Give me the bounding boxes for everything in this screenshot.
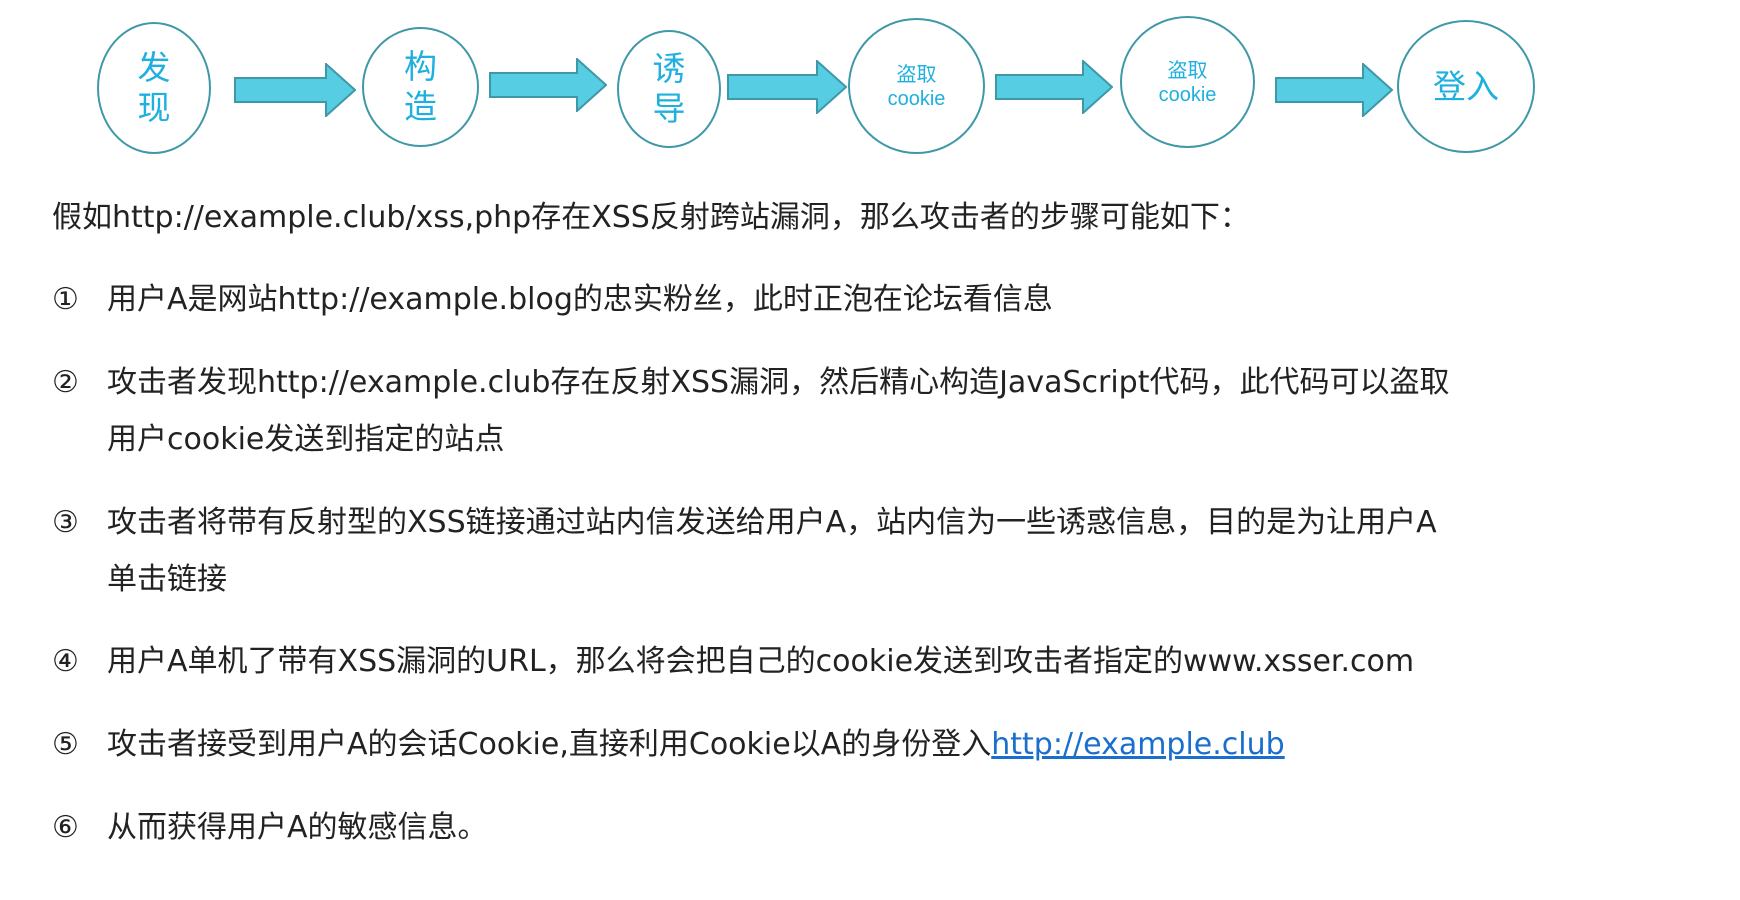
intro-paragraph: 假如http://example.club/xss,php存在XSS反射跨站漏洞…: [52, 200, 1250, 235]
node-label-line1: 盗取: [1167, 58, 1208, 82]
flow-node-lure: 诱 导: [617, 30, 721, 148]
step-item-3: ③ 攻击者将带有反射型的XSS链接通过站内信发送给用户A，站内信为一些诱惑信息，…: [52, 503, 1437, 597]
flow-node-steal-cookie-1: 盗取 cookie: [848, 18, 985, 154]
node-label-line2: 造: [404, 87, 437, 126]
node-label-line1: 盗取: [896, 62, 937, 86]
attack-flow-diagram: 发 现 构 造 诱 导 盗取 cookie 盗取 cookie 登入: [0, 0, 1740, 170]
node-label-line2: cookie: [887, 88, 946, 110]
step-text: 从而获得用户A的敏感信息。: [107, 810, 488, 845]
step-item-2: ② 攻击者发现http://example.club存在反射XSS漏洞，然后精心…: [52, 363, 1449, 457]
step-text: 攻击者发现http://example.club存在反射XSS漏洞，然后精心构造…: [107, 365, 1450, 400]
arrow-right-icon: [1275, 63, 1393, 117]
node-label: 登入: [1433, 66, 1499, 106]
arrow-right-icon: [727, 60, 847, 114]
step-text: 用户A是网站http://example.blog的忠实粉丝，此时正泡在论坛看信…: [107, 282, 1053, 317]
step-text-continued: 单击链接: [107, 562, 227, 597]
step-number: ⑥: [52, 810, 79, 845]
step-item-6: ⑥ 从而获得用户A的敏感信息。: [52, 808, 488, 848]
step-item-5: ⑤ 攻击者接受到用户A的会话Cookie,直接利用Cookie以A的身份登入ht…: [52, 725, 1285, 765]
step-text: 攻击者接受到用户A的会话Cookie,直接利用Cookie以A的身份登入: [107, 727, 992, 762]
arrow-right-icon: [234, 63, 356, 117]
node-label-line2: cookie: [1158, 84, 1217, 106]
example-club-link[interactable]: http://example.club: [991, 727, 1285, 762]
step-text-wrapper: 攻击者接受到用户A的会话Cookie,直接利用Cookie以A的身份登入http…: [107, 725, 1285, 765]
flow-node-discover: 发 现: [97, 22, 211, 154]
node-label-line2: 导: [652, 89, 686, 128]
step-text: 用户A单机了带有XSS漏洞的URL，那么将会把自己的cookie发送到攻击者指定…: [107, 644, 1415, 679]
step-item-4: ④ 用户A单机了带有XSS漏洞的URL，那么将会把自己的cookie发送到攻击者…: [52, 642, 1414, 682]
step-text-continued: 用户cookie发送到指定的站点: [107, 422, 505, 457]
flow-node-login: 登入: [1397, 20, 1535, 153]
step-number: ①: [52, 282, 79, 317]
arrow-right-icon: [489, 58, 607, 112]
node-label-line1: 构: [404, 47, 437, 86]
node-label-line1: 发: [137, 48, 171, 87]
step-number: ③: [52, 505, 79, 540]
flow-node-construct: 构 造: [362, 27, 479, 147]
arrow-right-icon: [995, 60, 1113, 114]
step-item-1: ① 用户A是网站http://example.blog的忠实粉丝，此时正泡在论坛…: [52, 280, 1053, 320]
flow-node-steal-cookie-2: 盗取 cookie: [1120, 16, 1255, 148]
node-label-line2: 现: [137, 88, 171, 127]
step-number: ⑤: [52, 727, 79, 762]
node-label-line1: 诱: [652, 49, 686, 88]
step-number: ④: [52, 644, 79, 679]
step-text: 攻击者将带有反射型的XSS链接通过站内信发送给用户A，站内信为一些诱惑信息，目的…: [107, 505, 1437, 540]
step-number: ②: [52, 365, 79, 400]
